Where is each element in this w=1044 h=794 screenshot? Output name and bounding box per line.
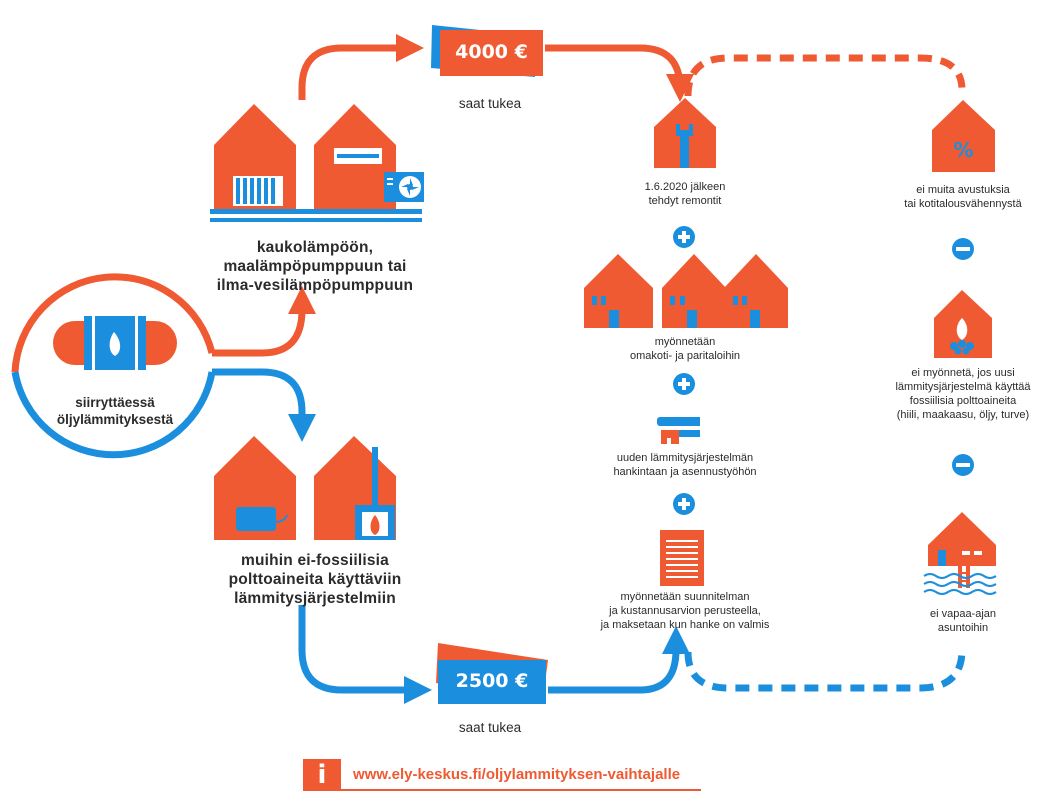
air-conditioner-icon (334, 148, 382, 164)
amount-card-2500 (436, 643, 548, 704)
flow-line-blue-right (548, 626, 690, 694)
wrench-icon (676, 124, 693, 168)
oil-tank (11, 273, 216, 459)
support-label-bottom: saat tukea (458, 720, 522, 735)
flame-icon (109, 332, 121, 356)
condition-text: myönnetään omakoti- ja paritaloihin (629, 336, 741, 362)
fossil-fire-house (934, 290, 992, 358)
amount-card-4000 (431, 25, 543, 77)
support-label-top: saat tukea (458, 96, 522, 111)
plus-sign (673, 493, 695, 515)
flow-line-blue-tank (212, 368, 316, 442)
minus-sign (952, 454, 974, 476)
top-houses (210, 104, 424, 222)
percent-symbol: % (953, 138, 974, 162)
amount-2500: 2500 € (455, 670, 529, 692)
bottom-houses-label: muihin ei-fossiilisia polttoaineita käyt… (228, 552, 402, 607)
flow-line-orange-top (298, 34, 424, 100)
flow-line-blue-dashed (684, 649, 966, 692)
fossil-fire-icon (950, 318, 974, 355)
flow-line-orange-right (545, 44, 694, 102)
exclusion-text: ei vapaa-ajan asuntoihin (929, 608, 997, 634)
heat-pump-fan-icon (384, 172, 424, 202)
radiator-icon (233, 176, 283, 206)
condition-text: 1.6.2020 jälkeen tehdyt remontit (644, 181, 726, 207)
exclusion-text: ei myönnetä, jos uusi lämmitysjärjestelm… (895, 367, 1031, 421)
plus-sign (673, 373, 695, 395)
info-icon: i (303, 759, 341, 791)
wrench-house (654, 98, 716, 168)
condition-text: myönnetään suunnitelman ja kustannusarvi… (600, 591, 770, 631)
percent-house (932, 100, 995, 172)
bottom-houses (214, 436, 396, 540)
detached-houses-icon (584, 254, 788, 328)
footer-underline (341, 789, 701, 791)
condition-text: uuden lämmitysjärjestelmän hankintaan ja… (613, 452, 757, 478)
flow-line-blue-bottom (298, 605, 432, 704)
exclusion-text: ei muita avustuksia tai kotitalousvähenn… (904, 184, 1022, 210)
flow-line-orange-tank (212, 286, 316, 357)
flow-line-orange-dashed (684, 54, 966, 97)
footer: i www.ely-keskus.fi/oljylammityksen-vaih… (303, 759, 701, 791)
plus-sign (673, 226, 695, 248)
fireplace-icon (355, 447, 395, 540)
footer-link[interactable]: www.ely-keskus.fi/oljylammityksen-vaihta… (353, 766, 681, 783)
amount-4000: 4000 € (455, 41, 528, 63)
minus-sign (952, 238, 974, 260)
tools-icon (657, 417, 700, 444)
summer-cottage-icon (923, 512, 997, 595)
top-houses-label: kaukolämpöön, maalämpöpumppuun tai ilma-… (216, 239, 414, 294)
document-icon (660, 530, 704, 586)
oil-tank-label: siirryttäessä öljylämmityksestä (56, 395, 174, 427)
boiler-icon (236, 507, 288, 531)
